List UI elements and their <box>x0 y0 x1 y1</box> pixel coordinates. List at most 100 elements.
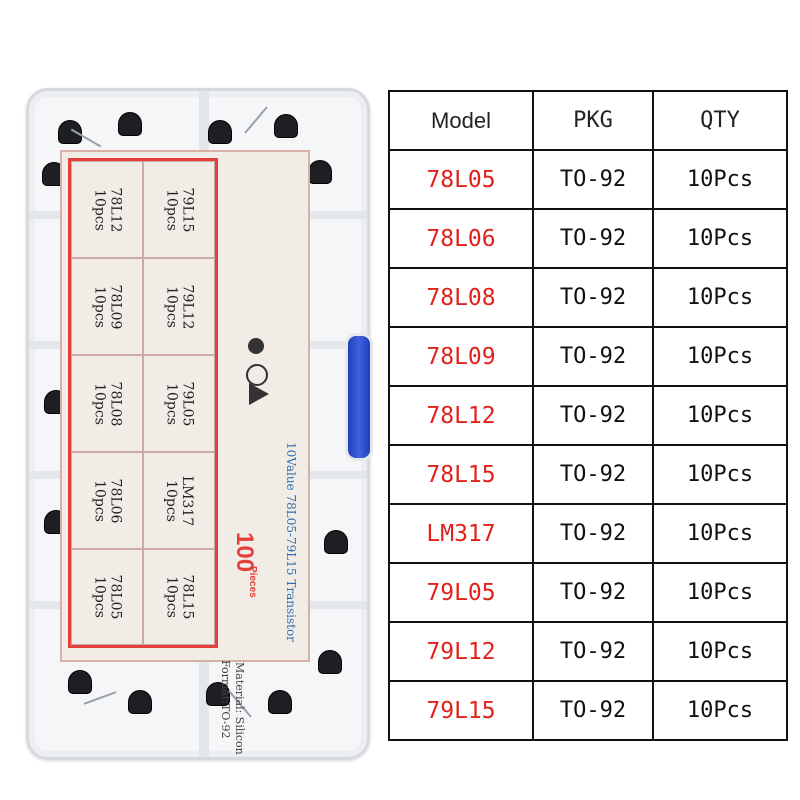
label-qty: 10pcs <box>163 285 179 328</box>
box-latch-clip <box>348 336 370 458</box>
label-model: 78L05 <box>107 574 123 620</box>
model-cell: 78L06 <box>388 208 534 269</box>
pkg-cell: TO-92 <box>532 444 654 505</box>
qty-cell: 10Pcs <box>652 385 788 446</box>
qty-cell: 10Pcs <box>652 149 788 210</box>
table-row: 79L05 TO-92 10Pcs <box>388 562 788 623</box>
pkg-cell: TO-92 <box>532 326 654 387</box>
model-cell: 78L15 <box>388 444 534 505</box>
label-qty: 10pcs <box>91 188 107 231</box>
label-model: 79L05 <box>179 381 195 426</box>
qty-cell: 10Pcs <box>652 326 788 387</box>
model-cell: 79L15 <box>388 680 534 741</box>
transistor-component <box>207 683 229 705</box>
label-material: Material: Silicon <box>233 662 246 755</box>
label-qty: 10pcs <box>163 576 179 618</box>
label-model: 78L12 <box>107 187 123 232</box>
pkg-cell: TO-92 <box>532 149 654 210</box>
pkg-cell: TO-92 <box>532 503 654 564</box>
table-row: 78L08 TO-92 10Pcs <box>388 267 788 328</box>
label-pieces: Pieces <box>247 566 258 598</box>
table-row: 79L15 TO-92 10Pcs <box>388 680 788 741</box>
qty-cell: 10Pcs <box>652 267 788 328</box>
transistor-component <box>59 121 81 143</box>
label-qty: 10pcs <box>163 382 179 425</box>
qty-cell: 10Pcs <box>652 680 788 741</box>
label-model: LM317 <box>178 475 195 526</box>
qty-cell: 10Pcs <box>652 444 788 505</box>
table-row: 78L15 TO-92 10Pcs <box>388 444 788 505</box>
model-cell: 78L05 <box>388 149 534 210</box>
table-row: 78L12 TO-92 10Pcs <box>388 385 788 446</box>
spec-table: Model PKG QTY 78L05 TO-92 10Pcs 78L06 TO… <box>388 90 788 741</box>
model-cell: LM317 <box>388 503 534 564</box>
column-header-qty: QTY <box>652 90 788 151</box>
table-row: LM317 TO-92 10Pcs <box>388 503 788 564</box>
qty-cell: 10Pcs <box>652 503 788 564</box>
label-model: 79L15 <box>179 187 195 232</box>
pkg-cell: TO-92 <box>532 562 654 623</box>
transistor-lead <box>83 691 117 705</box>
transistor-component <box>43 163 65 185</box>
transistor-component <box>129 691 151 713</box>
label-qty: 10pcs <box>163 188 179 231</box>
label-qty: 10pcs <box>91 382 107 425</box>
model-cell: 78L09 <box>388 326 534 387</box>
label-format: Format:TO-92 <box>219 660 232 739</box>
pkg-cell: TO-92 <box>532 680 654 741</box>
table-header-row: Model PKG QTY <box>388 90 788 151</box>
model-cell: 79L12 <box>388 621 534 682</box>
table-row: 78L05 TO-92 10Pcs <box>388 149 788 210</box>
pkg-cell: TO-92 <box>532 621 654 682</box>
label-model: 78L08 <box>107 381 123 426</box>
label-model: 78L15 <box>179 574 195 620</box>
model-cell: 79L05 <box>388 562 534 623</box>
transistor-component <box>209 121 231 143</box>
qty-cell: 10Pcs <box>652 208 788 269</box>
transistor-component <box>325 531 347 553</box>
transistor-component <box>309 161 331 183</box>
model-cell: 78L08 <box>388 267 534 328</box>
table-row: 78L09 TO-92 10Pcs <box>388 326 788 387</box>
table-row: 78L06 TO-92 10Pcs <box>388 208 788 269</box>
model-cell: 78L12 <box>388 385 534 446</box>
transistor-component <box>319 651 341 673</box>
transistor-component <box>275 115 297 137</box>
label-qty: 10pcs <box>162 479 179 522</box>
label-qty: 10pcs <box>91 576 107 618</box>
table-row: 79L12 TO-92 10Pcs <box>388 621 788 682</box>
label-qty: 10pcs <box>91 479 107 522</box>
transistor-component <box>119 113 141 135</box>
qty-cell: 10Pcs <box>652 621 788 682</box>
warning-icon <box>249 383 269 405</box>
label-model: 78L06 <box>107 478 123 523</box>
column-header-pkg: PKG <box>532 90 654 151</box>
recycle-icon <box>248 338 264 354</box>
transistor-lead <box>244 106 268 134</box>
qty-cell: 10Pcs <box>652 562 788 623</box>
column-header-model: Model <box>388 90 534 151</box>
pkg-cell: TO-92 <box>532 267 654 328</box>
pkg-cell: TO-92 <box>532 385 654 446</box>
label-model: 79L12 <box>179 284 195 329</box>
label-qty: 10pcs <box>91 285 107 328</box>
